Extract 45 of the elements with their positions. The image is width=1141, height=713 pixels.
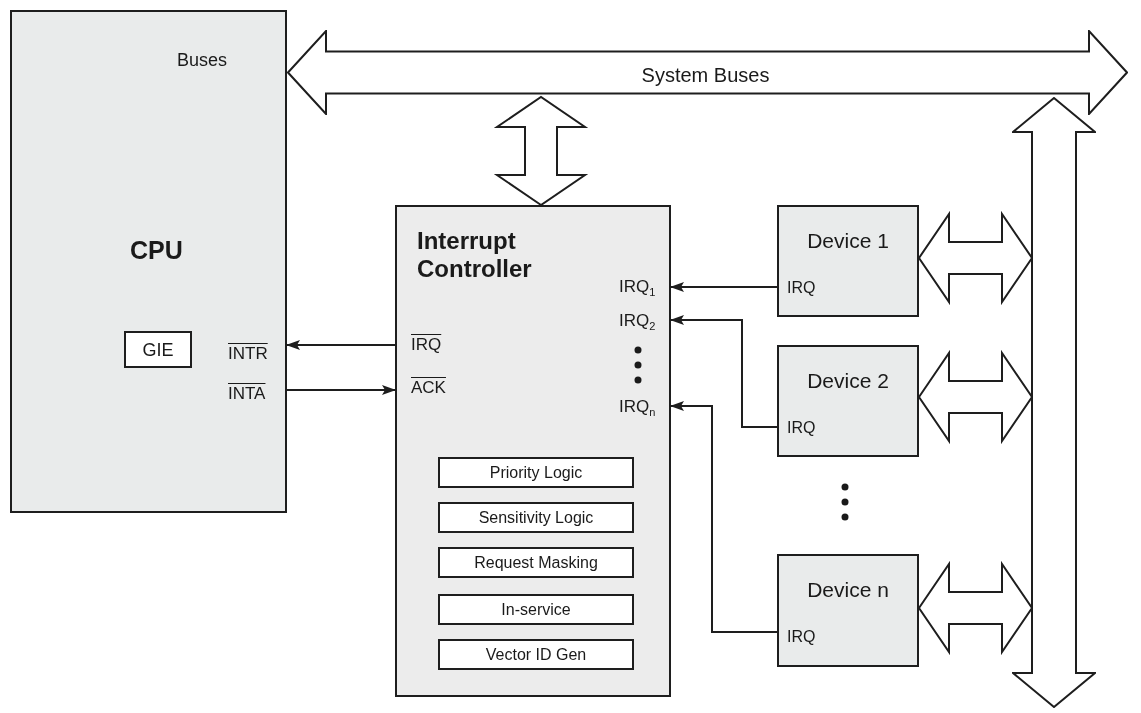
bus-label: Buses	[177, 50, 228, 71]
pin-label: IRQ$_{n}$	[619, 397, 656, 420]
device-block	[777, 345, 919, 457]
bus-arrow	[493, 95, 589, 207]
arrow	[286, 385, 396, 395]
arrow	[286, 340, 396, 350]
arrow	[670, 401, 778, 633]
logic-box	[438, 547, 634, 578]
cpu-block	[10, 10, 287, 513]
logic-box	[438, 457, 634, 488]
signal-label: INTR	[228, 344, 268, 364]
controller-block	[395, 205, 671, 697]
arrow	[670, 315, 778, 428]
bus-arrow	[1012, 97, 1096, 708]
box-label: Request Masking	[473, 554, 599, 573]
box-label: Vector ID Gen	[484, 646, 588, 665]
bus-arrow	[917, 560, 1034, 656]
device-block	[777, 554, 919, 667]
bus-label: System Buses	[640, 64, 771, 87]
logic-box	[438, 594, 634, 625]
bus-arrow	[917, 210, 1034, 306]
device-label: Device n	[806, 578, 890, 603]
logic-box	[438, 639, 634, 670]
box-label: In-service	[500, 601, 572, 620]
box-label: Priority Logic	[488, 464, 584, 483]
bus-arrow	[287, 30, 1128, 115]
arrow	[670, 282, 778, 292]
pin-label: IRQ$_{2}$	[619, 311, 656, 334]
pin-label: ACK	[411, 378, 446, 398]
register-box	[124, 331, 192, 368]
box-label: Sensitivity Logic	[477, 509, 595, 528]
device-label: Device 2	[806, 369, 890, 394]
signal-label: INTA	[228, 384, 266, 404]
pin-label: IRQ	[787, 419, 816, 438]
device-label: Device 1	[806, 229, 890, 254]
register-label: GIE	[141, 340, 175, 361]
block-title: CPU	[130, 236, 183, 265]
logic-box	[438, 502, 634, 533]
pin-label: IRQ	[411, 335, 442, 355]
pin-label: IRQ	[787, 628, 816, 647]
pin-label: IRQ$_{1}$	[619, 277, 656, 300]
device-block	[777, 205, 919, 317]
pin-label: IRQ	[787, 279, 816, 298]
block-title: Interrupt Controller	[417, 227, 533, 283]
bus-arrow	[917, 349, 1034, 445]
